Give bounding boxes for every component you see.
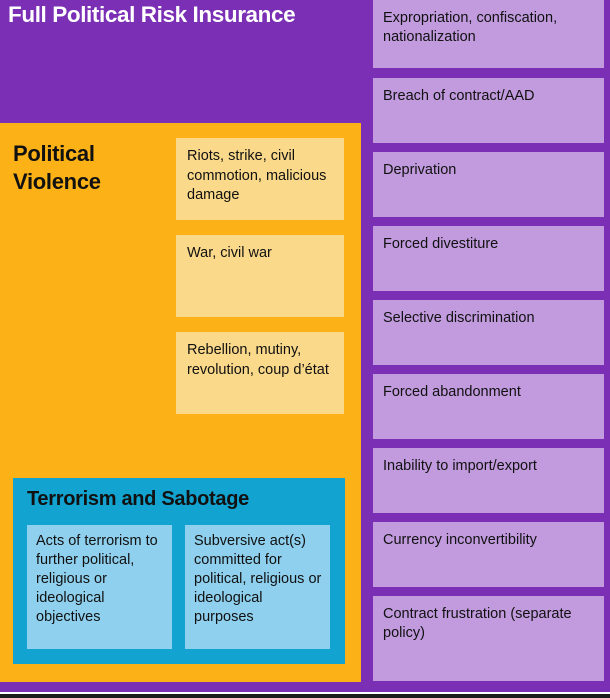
- risk-item: Breach of contract/AAD: [373, 78, 604, 143]
- political-violence-item: Rebellion, mutiny, revolution, coup d’ét…: [176, 332, 344, 414]
- risk-item: Selective discrimination: [373, 300, 604, 365]
- bottom-edge: [0, 694, 610, 698]
- risk-item: Currency inconvertibility: [373, 522, 604, 587]
- terrorism-sabotage-panel: Terrorism and Sabotage Acts of terrorism…: [13, 478, 345, 664]
- terrorism-sabotage-item: Acts of terrorism to further political, …: [27, 525, 172, 649]
- risk-item: Forced divestiture: [373, 226, 604, 291]
- terrorism-sabotage-title: Terrorism and Sabotage: [27, 488, 249, 510]
- terrorism-sabotage-item: Subversive act(s) committed for politica…: [185, 525, 330, 649]
- left-column: Full Political Risk Insurance Political …: [0, 0, 361, 682]
- political-violence-panel: Political Violence Riots, strike, civil …: [0, 123, 361, 682]
- political-violence-item: Riots, strike, civil commotion, maliciou…: [176, 138, 344, 220]
- risk-item: Expropriation, confiscation, nationaliza…: [373, 0, 604, 68]
- bottom-divider: [0, 692, 610, 694]
- political-violence-title: Political Violence: [13, 141, 101, 194]
- risk-item: Contract frustration (separate policy): [373, 596, 604, 681]
- risk-list-column: Expropriation, confiscation, nationaliza…: [373, 0, 604, 698]
- header-band: Full Political Risk Insurance: [0, 0, 361, 118]
- diagram-title: Full Political Risk Insurance: [8, 2, 296, 27]
- political-violence-item: War, civil war: [176, 235, 344, 317]
- risk-item: Forced abandonment: [373, 374, 604, 439]
- risk-item: Deprivation: [373, 152, 604, 217]
- risk-item: Inability to import/export: [373, 448, 604, 513]
